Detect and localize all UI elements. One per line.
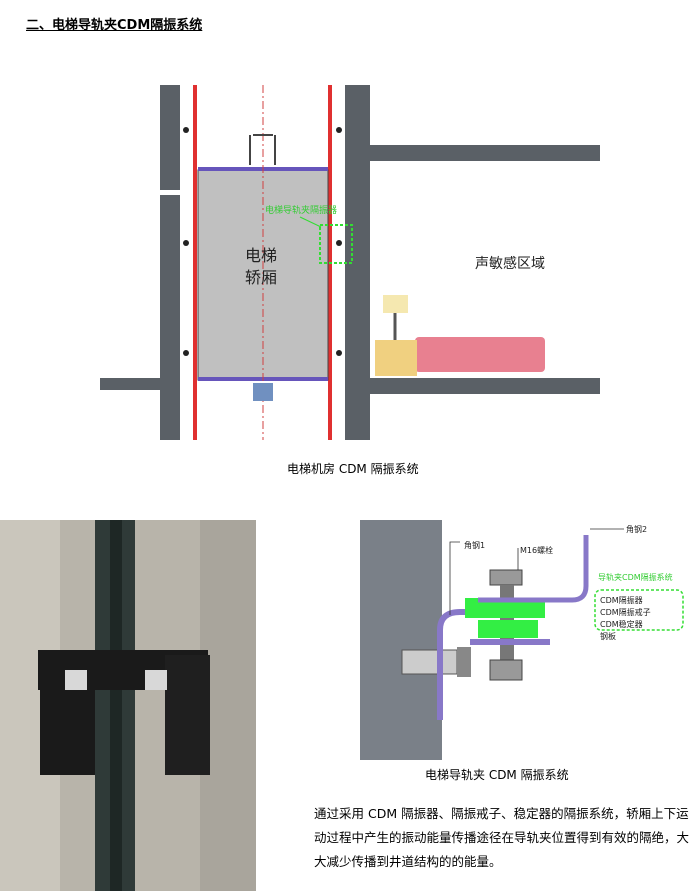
system-label: 导轨夹CDM隔振系统 xyxy=(598,572,673,582)
rail-clamp-photo xyxy=(0,520,256,891)
top-diagram-caption: 电梯机房 CDM 隔振系统 xyxy=(287,462,419,476)
isolator-label: 电梯导轨夹隔振器 xyxy=(265,204,337,216)
bed xyxy=(415,337,545,372)
ceiling-right xyxy=(370,145,600,161)
description-paragraph: 通过采用 CDM 隔振器、隔振戒子、稳定器的隔振系统，轿厢上下运动过程中产生的振… xyxy=(314,806,690,869)
isolator-highlight xyxy=(319,224,353,264)
floor-left xyxy=(100,378,180,390)
left-wall xyxy=(160,85,180,440)
angle-steel-2-label: 角钢2 xyxy=(626,524,647,534)
wall-section xyxy=(360,520,442,760)
section-heading: 二、电梯导轨夹CDM隔振系统 xyxy=(26,18,203,33)
angle-steel-1-label: 角钢1 xyxy=(464,540,485,550)
detail-diagram-caption: 电梯导轨夹 CDM 隔振系统 xyxy=(425,768,569,782)
cdm-isolator xyxy=(465,598,545,618)
car-label-2: 轿厢 xyxy=(245,268,277,287)
steel-plate-label: 钢板 xyxy=(600,631,616,641)
isolator-label: CDM隔振器 xyxy=(600,595,643,605)
elevator-shaft-diagram: 电梯导轨夹隔振器 电梯 轿厢 声敏感区域 xyxy=(100,85,600,440)
rail-left xyxy=(193,85,197,440)
bolt-label: M16螺栓 xyxy=(520,545,553,555)
floor-right xyxy=(370,378,600,394)
ring-label: CDM隔振戒子 xyxy=(600,607,651,617)
stabilizer-label: CDM稳定器 xyxy=(600,619,643,629)
car-label-1: 电梯 xyxy=(245,246,277,265)
sensitive-area-label: 声敏感区域 xyxy=(475,255,545,272)
cdm-highlight xyxy=(594,589,684,631)
right-wall xyxy=(345,85,370,440)
clamp-detail-diagram: 角钢1 M16螺栓 角钢2 CDM隔振器 CDM隔振戒子 CDM稳定器 钢板 导… xyxy=(360,520,684,760)
